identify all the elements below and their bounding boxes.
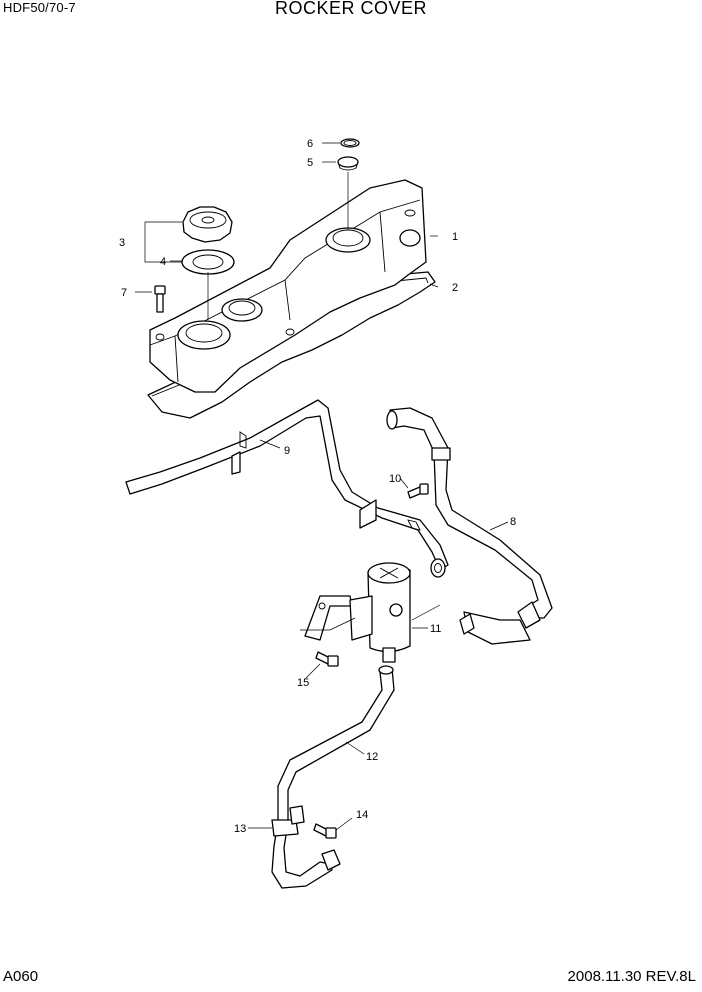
breather-tube: [125, 399, 449, 578]
revision-date: 2008.11.30 REV.8L: [567, 968, 696, 985]
hose: [386, 407, 553, 645]
bolt-14: [313, 823, 337, 839]
oil-separator: [304, 562, 411, 663]
callout-7: 7: [121, 287, 127, 299]
bolt-7: [154, 285, 166, 313]
leader-lines: [135, 142, 509, 831]
callout-8: 8: [510, 516, 516, 528]
page-code: A060: [3, 968, 39, 985]
callout-4: 4: [160, 256, 166, 268]
filler-cap: [182, 206, 233, 243]
drain-hose: [271, 665, 395, 889]
o-ring: [340, 138, 360, 148]
callout-13: 13: [234, 823, 246, 835]
page-title: ROCKER COVER: [274, 0, 428, 18]
callout-12: 12: [366, 751, 378, 763]
callout-1: 1: [452, 231, 458, 243]
bolt-10: [407, 483, 429, 499]
callout-10: 10: [389, 473, 401, 485]
callout-9: 9: [284, 445, 290, 457]
callout-15: 15: [297, 677, 309, 689]
callout-3: 3: [119, 237, 125, 249]
seal: [337, 156, 359, 171]
rocker-cover: [149, 179, 427, 393]
model-code: HDF50/70-7: [3, 0, 76, 15]
callout-14: 14: [356, 809, 368, 821]
callout-labels: 1 2 3 4 5 6 7 8 9 10 11 12 13 14 15: [119, 138, 516, 835]
callout-2: 2: [452, 282, 458, 294]
clamp: [271, 805, 305, 837]
callout-6: 6: [307, 138, 313, 150]
cap-seal-ring: [181, 249, 235, 275]
callout-5: 5: [307, 157, 313, 169]
callout-11: 11: [430, 623, 441, 635]
bolt-15: [315, 651, 339, 667]
